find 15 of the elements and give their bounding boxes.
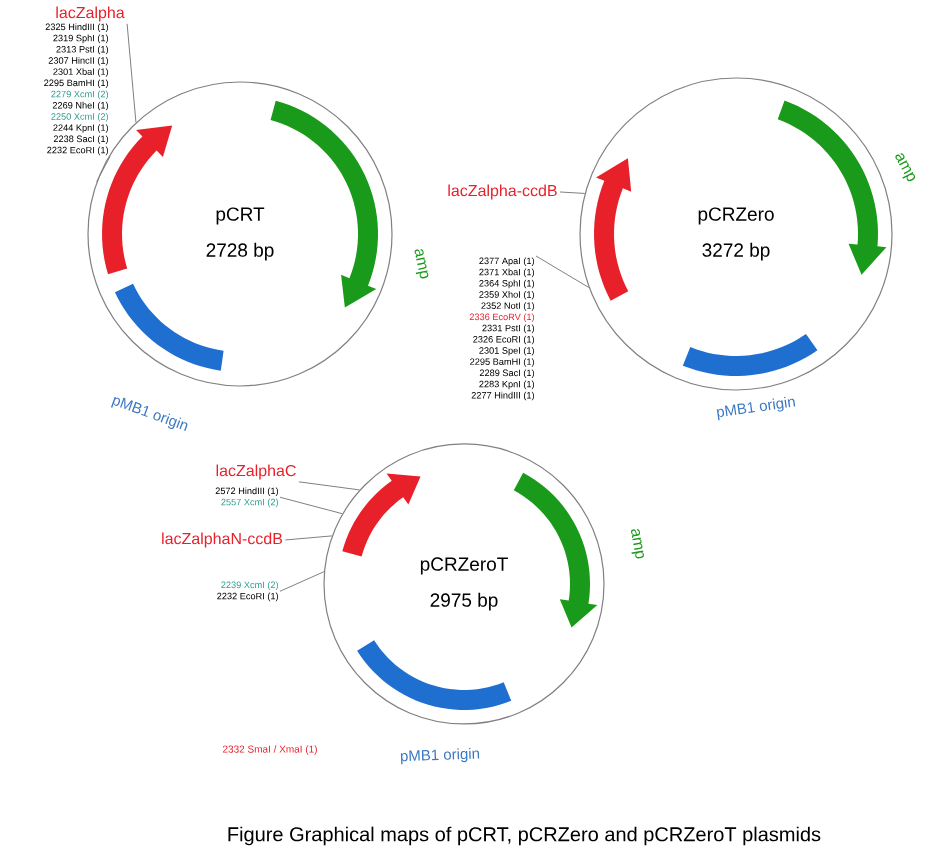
leader-line xyxy=(559,191,586,194)
leader-line xyxy=(279,571,325,592)
leader-line xyxy=(535,255,590,289)
leader-line xyxy=(96,156,111,183)
caption: Figure Graphical maps of pCRT, pCRZero and pCRZeroT plasmids xyxy=(228,826,821,846)
feature-label: lacZalpha xyxy=(56,6,125,22)
leader-line xyxy=(279,496,343,515)
leader-line xyxy=(284,535,333,541)
feature-label: amp xyxy=(414,249,429,279)
feature-label: lacZalpha-ccdB xyxy=(448,184,557,200)
leader-line xyxy=(126,23,137,123)
feature-label: amp xyxy=(631,529,644,559)
leader-line xyxy=(298,481,361,491)
feature-label: lacZalphaC xyxy=(216,464,296,480)
feature-label: lacZalphaN-ccdB xyxy=(162,532,283,548)
